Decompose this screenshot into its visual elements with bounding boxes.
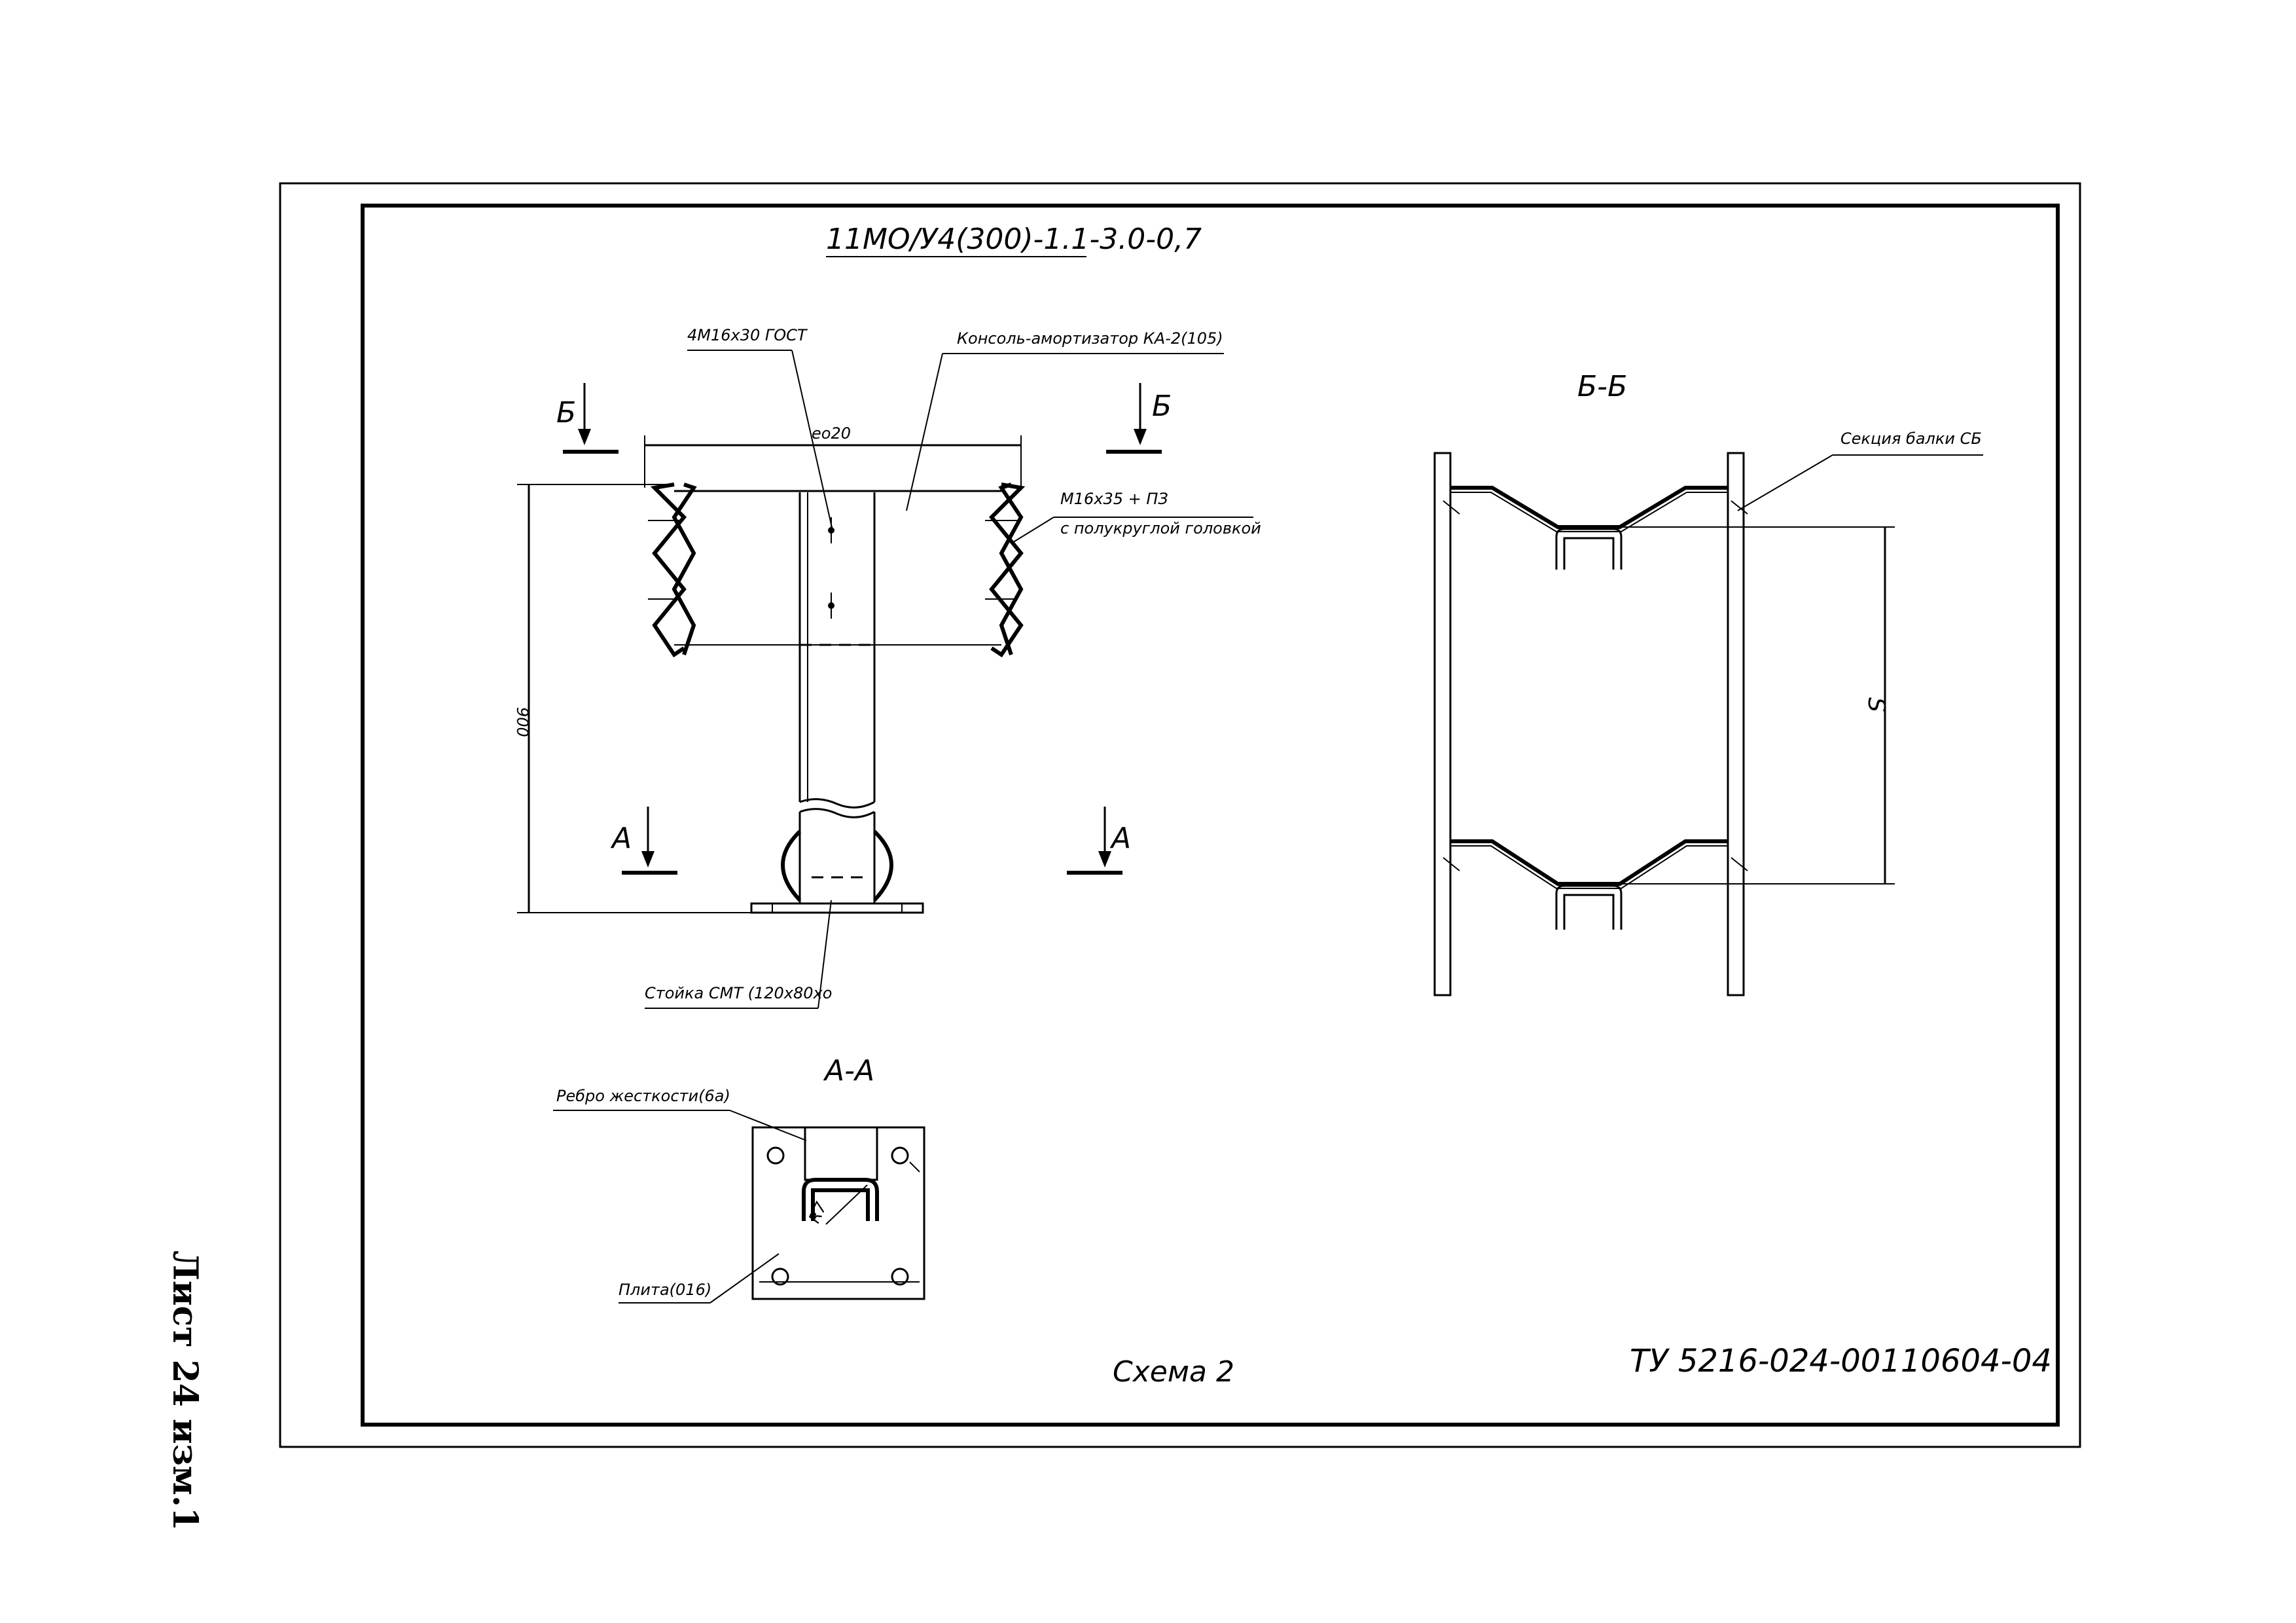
section-aa-view: А-А R7 Ребро жесткости(6а) Плита(016) bbox=[553, 1054, 925, 1304]
bolt-top-label: 4М16х30 ГОСТ bbox=[687, 326, 808, 344]
bb-upper-beam bbox=[1450, 486, 1728, 529]
bb-bolt-2 bbox=[1731, 500, 1748, 515]
aa-channel bbox=[802, 1178, 879, 1221]
spec-label: ТУ 5216-024-00110604-04 bbox=[1630, 1343, 2052, 1379]
bolt-top-leader bbox=[791, 350, 833, 531]
scheme-label: Схема 2 bbox=[1113, 1355, 1234, 1389]
post-label: Стойка СМТ (120х80хо bbox=[645, 984, 832, 1002]
aa-hole-1 bbox=[766, 1146, 785, 1165]
bb-bolt-3 bbox=[1443, 857, 1460, 871]
aa-dim-mark bbox=[909, 1161, 920, 1173]
plate-leader bbox=[709, 1253, 780, 1304]
section-a-right-label: А bbox=[1109, 822, 1131, 855]
bb-upper-console bbox=[1555, 528, 1623, 570]
aa-hole-2 bbox=[891, 1146, 909, 1165]
right-beam-profile bbox=[988, 483, 1026, 658]
aa-hole-4 bbox=[891, 1267, 909, 1286]
bb-lower-console bbox=[1555, 884, 1623, 930]
section-b-left-label: Б bbox=[556, 396, 576, 429]
rib-leader bbox=[729, 1110, 807, 1141]
bb-post-right bbox=[1727, 452, 1745, 996]
section-aa-title: А-А bbox=[823, 1054, 874, 1087]
section-bb-view: Б-Б S Секция балки СБ bbox=[1433, 370, 1983, 996]
section-b-right-arrowhead bbox=[1134, 429, 1147, 445]
section-beam-label: Секция балки СБ bbox=[1840, 429, 1982, 448]
side-bolt-leader bbox=[1011, 517, 1054, 544]
width-dim-text: ео20 bbox=[812, 424, 851, 443]
left-beam-profile bbox=[650, 483, 697, 658]
aa-radius-line bbox=[825, 1184, 868, 1225]
bb-bolt-4 bbox=[1731, 857, 1748, 871]
outer-frame bbox=[279, 182, 2081, 1448]
bb-bolt-1 bbox=[1443, 500, 1460, 515]
left-rib bbox=[781, 830, 802, 902]
bb-spacing-text: S bbox=[1863, 697, 1890, 712]
plate-label: Плита(016) bbox=[619, 1281, 711, 1299]
section-beam-leader bbox=[1737, 454, 1833, 511]
right-rib bbox=[872, 830, 893, 902]
aa-post bbox=[804, 1126, 878, 1181]
post-break-line-2 bbox=[799, 808, 875, 818]
section-a-right-arrowhead bbox=[1098, 851, 1111, 867]
side-bolt-label: М16х35 + ПЗ bbox=[1060, 490, 1168, 508]
base-plate bbox=[750, 902, 924, 914]
section-bb-title: Б-Б bbox=[1577, 370, 1627, 403]
post-leader bbox=[817, 900, 832, 1009]
bb-lower-beam bbox=[1450, 839, 1728, 886]
bb-post-left bbox=[1433, 452, 1452, 996]
elevation-view: ео20 900 Б Б А А 4М16х30 ГОСТ Консоль-ам… bbox=[513, 326, 1261, 1009]
rib-label: Ребро жесткости(6а) bbox=[556, 1087, 730, 1105]
section-a-left-arrowhead bbox=[641, 851, 655, 867]
bb-lower-beam-inner bbox=[1450, 845, 1728, 889]
section-b-right-label: Б bbox=[1152, 390, 1172, 423]
post-break-line bbox=[799, 798, 875, 809]
aa-radius-text: R7 bbox=[805, 1199, 831, 1226]
console-label: Консоль-амортизатор КА-2(105) bbox=[957, 329, 1223, 348]
console-leader bbox=[906, 353, 943, 511]
sheet-note: Лист 24 изм.1 bbox=[165, 1250, 205, 1531]
inner-frame bbox=[361, 204, 2060, 1427]
bb-upper-beam-inner bbox=[1450, 492, 1728, 532]
aa-hole-3 bbox=[771, 1267, 789, 1286]
side-bolt-note: с полукруглой головкой bbox=[1060, 519, 1261, 538]
title-code: 11МО/У4(300)-1.1-3.0-0,7 bbox=[826, 223, 1202, 256]
section-b-left-arrowhead bbox=[578, 429, 591, 445]
height-dim-text: 900 bbox=[513, 707, 531, 737]
section-a-left-label: А bbox=[610, 822, 632, 855]
